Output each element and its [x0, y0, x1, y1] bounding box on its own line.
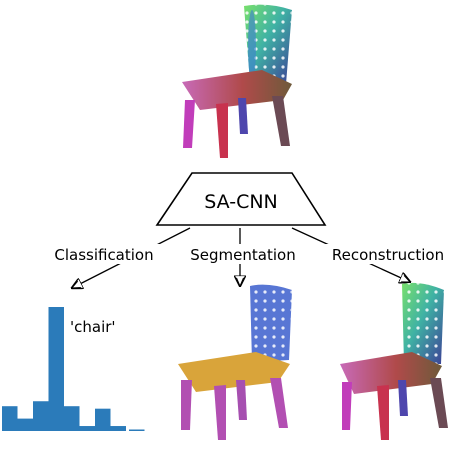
segmentation-label: Segmentation: [190, 246, 295, 264]
histogram-bar: [48, 307, 64, 431]
predicted-class-label: 'chair': [70, 318, 116, 336]
sa-cnn-block: SA-CNN: [155, 172, 327, 226]
segmentation-chair-point-cloud: [178, 284, 292, 440]
histogram-bar: [129, 429, 145, 431]
histogram-bar: [17, 418, 33, 431]
sa-cnn-label: SA-CNN: [204, 191, 278, 213]
histogram-bar: [33, 401, 49, 431]
histogram-bar: [110, 426, 126, 431]
histogram-bar: [64, 406, 80, 431]
classification-label: Classification: [54, 246, 153, 264]
reconstruction-chair-point-cloud: [340, 282, 448, 440]
task-labels: Classification Segmentation Reconstructi…: [46, 244, 454, 264]
input-chair-point-cloud: [182, 4, 292, 158]
histogram-bar: [2, 406, 18, 431]
histogram-bar: [79, 426, 95, 431]
histogram-bar: [95, 408, 111, 431]
reconstruction-label: Reconstruction: [332, 246, 444, 264]
classification-histogram: [2, 307, 145, 431]
